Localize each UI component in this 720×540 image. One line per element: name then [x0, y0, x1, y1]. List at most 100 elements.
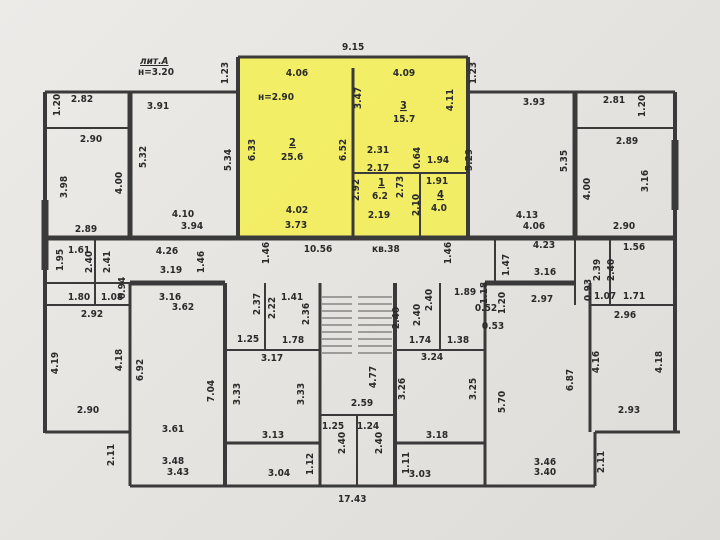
dimension-label: 1.78 — [282, 335, 304, 346]
dimension-label: 2.40 — [412, 304, 423, 326]
room-1-area: 6.2 — [372, 191, 388, 202]
dimension-label: 3.33 — [296, 383, 307, 405]
dimension-label: 6.33 — [247, 139, 258, 161]
dimension-label: 3.04 — [268, 468, 290, 479]
dimension-label: 0.64 — [412, 147, 423, 169]
dimension-label: 2.40 — [606, 259, 617, 281]
dimension-label: 3.93 — [523, 97, 545, 108]
dimension-label: 4.23 — [533, 240, 555, 251]
dimension-label: 3.18 — [426, 430, 448, 441]
dimension-label: 1.94 — [427, 155, 449, 166]
dimension-label: 1.24 — [357, 421, 379, 432]
dimension-label: 1.46 — [261, 242, 272, 264]
room-4-area: 4.0 — [431, 203, 447, 214]
room-3-number: 3 — [400, 99, 407, 112]
dimension-label: 2.17 — [367, 163, 389, 174]
dimension-label: 2.89 — [616, 136, 638, 147]
dimension-label: 10.56 — [304, 244, 332, 255]
dimension-label: 2.81 — [603, 95, 625, 106]
dimension-label: 4.00 — [114, 172, 125, 194]
dimension-label: 3.19 — [160, 265, 182, 276]
dimension-label: 1.20 — [497, 292, 508, 314]
dimension-label: 3.16 — [159, 292, 181, 303]
dimension-label: 2.37 — [252, 293, 263, 315]
dimension-label: 3.94 — [181, 221, 203, 232]
dimension-label: 3.16 — [534, 267, 556, 278]
dimension-label: 2.82 — [71, 94, 93, 105]
dimension-label: 4.11 — [445, 89, 456, 111]
dimension-label: 2.41 — [102, 251, 113, 273]
dimension-label: 6.87 — [565, 369, 576, 391]
dimension-label: 1.11 — [401, 452, 412, 474]
room-2-number: 2 — [289, 136, 296, 149]
apartment-number: кв.38 — [372, 244, 400, 255]
dimension-label: 3.13 — [262, 430, 284, 441]
dimension-label: 1.20 — [52, 94, 63, 116]
dimension-label: 1.25 — [237, 334, 259, 345]
dimension-label: 4.02 — [286, 205, 308, 216]
dimension-label: 1.46 — [443, 242, 454, 264]
dimension-label: 7.04 — [206, 380, 217, 402]
dimension-label: 2.40 — [337, 432, 348, 454]
dimension-label: 1.08 — [101, 292, 123, 303]
dimension-label: 4.13 — [516, 210, 538, 221]
dimension-label: 1.80 — [68, 292, 90, 303]
room-4-number: 4 — [437, 188, 444, 201]
dimension-label: 4.18 — [654, 351, 665, 373]
ceiling-height: н=2.90 — [258, 92, 294, 103]
dimension-label: 3.48 — [162, 456, 184, 467]
room-2-area: 25.6 — [281, 152, 303, 163]
dimension-label: 1.95 — [55, 249, 66, 271]
dimension-label: 2.40 — [391, 307, 402, 329]
dimension-label: 2.22 — [267, 297, 278, 319]
dimension-label: 1.91 — [426, 176, 448, 187]
dimension-label: 1.74 — [409, 335, 431, 346]
dimension-label: 3.26 — [397, 378, 408, 400]
dimension-label: 2.11 — [106, 444, 117, 466]
dimension-label: 1.07 — [594, 291, 616, 302]
dimension-label: 0.53 — [482, 321, 504, 332]
dimension-label: 2.90 — [80, 134, 102, 145]
dimension-label: 4.09 — [393, 68, 415, 79]
dimension-label: 4.06 — [523, 221, 545, 232]
dimension-label: 0.94 — [117, 277, 128, 299]
dimension-label: 0.93 — [583, 279, 594, 301]
dimension-label: 2.92 — [81, 309, 103, 320]
dimension-label: 2.40 — [84, 251, 95, 273]
dimension-label: 1.46 — [196, 251, 207, 273]
dimension-label: 2.59 — [351, 398, 373, 409]
staircase — [322, 296, 392, 354]
dimension-label: 3.43 — [167, 467, 189, 478]
floor-height: н=3.20 — [138, 67, 174, 78]
dimension-label: 2.97 — [531, 294, 553, 305]
dimension-label: 1.56 — [623, 242, 645, 253]
section-width: 9.15 — [342, 42, 364, 53]
dimension-label: 1.89 — [454, 287, 476, 298]
dimension-label: 3.03 — [409, 469, 431, 480]
room-3-area: 15.7 — [393, 114, 415, 125]
dimension-label: 4.06 — [286, 68, 308, 79]
dimension-label: 1.23 — [468, 62, 479, 84]
dimension-label: 4.16 — [591, 351, 602, 373]
dimension-label: 2.40 — [424, 289, 435, 311]
dimension-label: 3.25 — [468, 378, 479, 400]
dimension-label: 1.23 — [220, 62, 231, 84]
dimension-label: 4.00 — [582, 178, 593, 200]
dimension-label: 2.31 — [367, 145, 389, 156]
dimension-label: 2.89 — [75, 224, 97, 235]
dimension-label: 1.20 — [637, 95, 648, 117]
dimension-label: 1.61 — [68, 245, 90, 256]
dimension-label: 3.17 — [261, 353, 283, 364]
dimension-label: 2.96 — [614, 310, 636, 321]
dimension-label: 5.29 — [464, 149, 475, 171]
dimension-label: 1.25 — [322, 421, 344, 432]
dimension-label: 3.33 — [232, 383, 243, 405]
dimension-label: 2.92 — [351, 179, 362, 201]
dimension-label: 4.26 — [156, 246, 178, 257]
dimension-label: 3.73 — [285, 220, 307, 231]
dimension-label: 6.52 — [338, 139, 349, 161]
dimension-label: 1.18 — [479, 282, 490, 304]
dimension-label: 2.73 — [395, 176, 406, 198]
